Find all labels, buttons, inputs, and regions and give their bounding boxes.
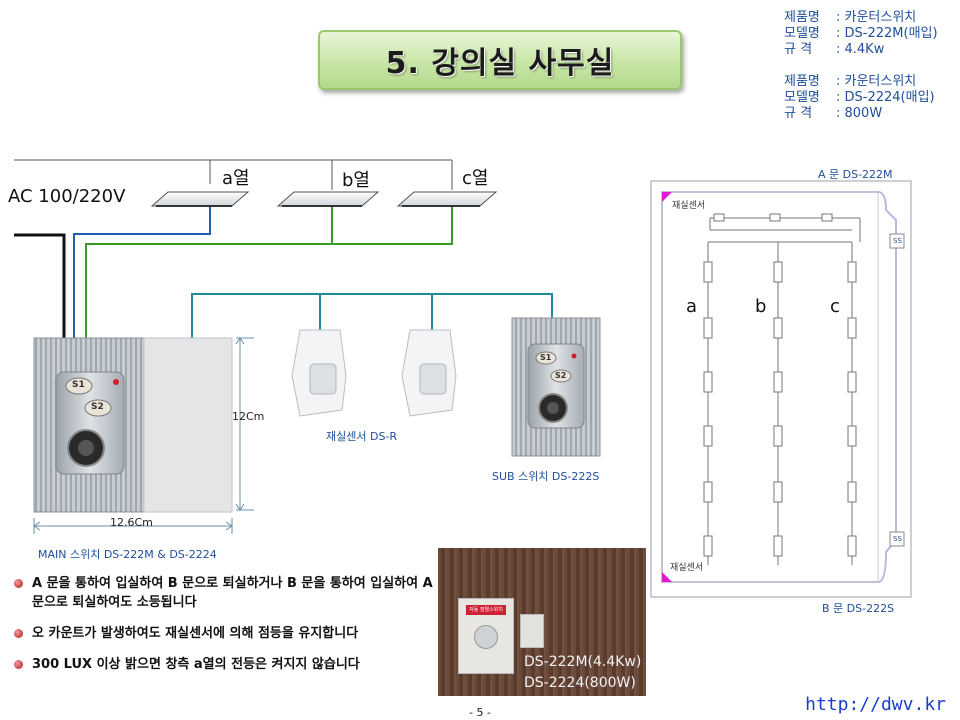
- bullet-list: A 문을 통하여 입실하여 B 문으로 퇴실하거나 B 문을 통하여 입실하여 …: [14, 574, 442, 686]
- sensor-wire: [191, 293, 553, 340]
- lamp-b: [276, 191, 380, 207]
- sub-s1-label: S1: [540, 353, 552, 362]
- floor-col-b: b: [755, 296, 767, 317]
- list-item: 300 LUX 이상 밝으면 창측 a열의 전등은 켜지지 않습니다: [14, 655, 442, 674]
- black-wire: [14, 233, 66, 340]
- ss-box-b: [889, 531, 905, 547]
- photo-switch-plate: 자동 점멸스위치: [458, 598, 514, 674]
- spec-row: 규 격: 800W: [784, 106, 883, 121]
- dim-width-label: 12.6Cm: [110, 516, 153, 529]
- lamp-column-b: [773, 242, 783, 565]
- photo-caption-2: DS-2224(800W): [524, 675, 636, 691]
- spec-row: 제품명: 카운터스위치: [784, 74, 917, 89]
- spec-block-2: 제품명: 카운터스위치 모델명: DS-2224(매입) 규 격: 800W: [784, 74, 935, 122]
- wiring-diagram: [14, 159, 601, 534]
- sensor-marker-top: [662, 192, 672, 202]
- list-item: 오 카운트가 발생하여도 재실센서에 의해 점등을 유지합니다: [14, 624, 442, 643]
- spec-row: 모델명: DS-2224(매입): [784, 90, 935, 105]
- photo-sensor-dome: [474, 625, 498, 649]
- sensor-2: [401, 329, 457, 417]
- spec-row: 모델명: DS-222M(매입): [784, 26, 938, 41]
- lamp-column-c: [847, 242, 857, 565]
- floor-col-a: a: [686, 296, 698, 317]
- ss-label-a: SS: [893, 237, 902, 245]
- page-number: - 5 -: [469, 706, 491, 719]
- row-c-label: c열: [462, 168, 489, 189]
- bullet-icon: [14, 579, 23, 588]
- footer-url-link[interactable]: http://dwv.kr: [805, 694, 946, 715]
- sub-switch-label: SUB 스위치 DS-222S: [492, 470, 600, 483]
- sub-switch: [511, 317, 601, 457]
- lamp-a: [150, 191, 250, 207]
- spec-row: 제품명: 카운터스위치: [784, 10, 917, 25]
- supply-line: [14, 159, 453, 190]
- sub-s2-label: S2: [555, 371, 567, 380]
- floor-col-c: c: [830, 296, 840, 317]
- blue-wire: [73, 206, 211, 340]
- top-lamp-strip: [709, 213, 861, 242]
- photo-plate-label: 자동 점멸스위치: [466, 605, 506, 615]
- s2-label: S2: [91, 402, 104, 412]
- bullet-icon: [14, 660, 23, 669]
- list-item: A 문을 통하여 입실하여 B 문으로 퇴실하거나 B 문을 통하여 입실하여 …: [14, 574, 442, 612]
- sensor-marker-bottom: [662, 572, 672, 582]
- title-box: 5. 강의실 사무실: [318, 30, 682, 90]
- page-title: 5. 강의실 사무실: [385, 46, 615, 81]
- row-b-label: b열: [342, 170, 370, 191]
- spec-block-1: 제품명: 카운터스위치 모델명: DS-222M(매입) 규 격: 4.4Kw: [784, 10, 938, 58]
- sensor-top-label: 재실센서: [672, 201, 706, 211]
- dim-height-label: 12Cm: [232, 410, 265, 423]
- ss-box-a: [889, 233, 905, 249]
- door-b-label: B 문 DS-222S: [822, 602, 895, 615]
- spec-row: 규 격: 4.4Kw: [784, 42, 885, 57]
- installation-photo: 자동 점멸스위치 DS-222M(4.4Kw) DS-2224(800W): [438, 548, 646, 696]
- photo-small-switch: [520, 614, 544, 648]
- floor-plan: [650, 180, 912, 598]
- sensor-label: 재실센서 DS-R: [326, 430, 398, 443]
- row-a-label: a열: [222, 168, 250, 189]
- main-switch-label: MAIN 스위치 DS-222M & DS-2224: [38, 548, 217, 561]
- lamp-c: [396, 191, 498, 207]
- dimension-lines: [33, 337, 254, 534]
- bullet-icon: [14, 629, 23, 638]
- s1-label: S1: [72, 380, 85, 390]
- door-a-label: A 문 DS-222M: [818, 168, 893, 181]
- main-switch: [33, 337, 145, 513]
- power-label: AC 100/220V: [8, 186, 126, 207]
- sensor-1: [291, 329, 347, 417]
- main-switch-side: [143, 337, 233, 513]
- green-wire-2: [332, 206, 453, 245]
- ss-label-b: SS: [893, 535, 902, 543]
- green-wire: [85, 206, 333, 340]
- photo-caption-1: DS-222M(4.4Kw): [524, 654, 642, 670]
- lamp-column-a: [703, 242, 713, 565]
- sensor-bottom-label: 재실센서: [670, 563, 704, 573]
